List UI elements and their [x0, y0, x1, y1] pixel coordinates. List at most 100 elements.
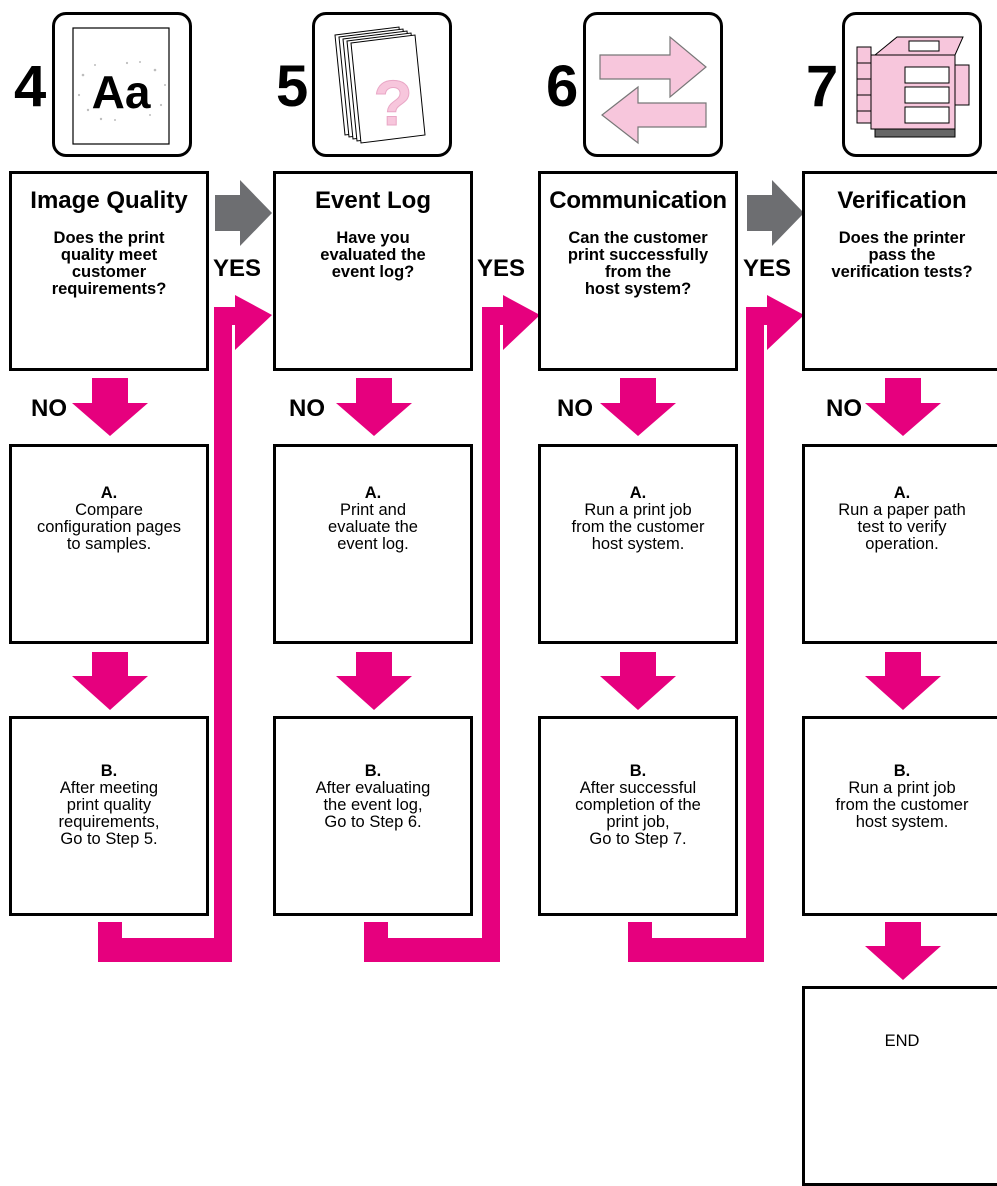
step-4-question-box: Image Quality Does the print quality mee… — [9, 171, 209, 371]
question-line: event log? — [331, 263, 415, 281]
step-6-question-box: Communication Can the customer print suc… — [538, 171, 738, 371]
question-line: pass the — [868, 246, 936, 264]
letter-a: A. — [100, 484, 118, 502]
step-5-b-text: B. After evaluating the event log, Go to… — [276, 763, 470, 831]
end-label: END — [884, 1032, 920, 1050]
step-number-4: 4 — [14, 54, 47, 119]
no-label-2: NO — [289, 395, 325, 422]
body-line: completion of the — [575, 796, 701, 814]
printer-icon — [842, 12, 982, 157]
body-line: After evaluating — [315, 779, 431, 797]
step-7-question: Does the printer pass the verification t… — [805, 230, 997, 281]
yes-label-1: YES — [213, 255, 262, 282]
body-line: evaluate the — [328, 518, 418, 536]
yes-label-2: YES — [477, 255, 526, 282]
yes-path-2 — [364, 295, 540, 962]
body-line: from the customer — [571, 518, 705, 536]
step-7-b-text: B. Run a print job from the customer hos… — [805, 763, 997, 831]
no-label-4: NO — [826, 395, 862, 422]
body-line: test to verify — [857, 518, 947, 536]
step-6-title: Communication — [549, 187, 727, 214]
a-to-b-arrow-1 — [72, 652, 148, 710]
no-arrow-4 — [865, 378, 941, 436]
body-line: Print and — [339, 501, 407, 519]
step-number-7: 7 — [806, 54, 839, 119]
question-line: customer — [71, 263, 147, 281]
event-log-icon: ? — [312, 12, 452, 157]
question-line: Does the print — [53, 229, 165, 247]
body-line: from the customer — [835, 796, 969, 814]
step-7-a-box: A. Run a paper path test to verify opera… — [802, 444, 997, 644]
letter-a: A. — [364, 484, 382, 502]
body-line: Run a print job — [848, 779, 956, 797]
step-4-a-text: A. Compare configuration pages to sample… — [12, 485, 206, 553]
question-line: evaluated the — [320, 246, 426, 264]
body-line: to samples. — [66, 535, 152, 553]
question-line: requirements? — [51, 280, 167, 298]
question-line: verification tests? — [831, 263, 973, 281]
gray-arrow-3 — [747, 180, 804, 246]
body-line: print job, — [606, 813, 670, 831]
body-line: operation. — [865, 535, 939, 553]
step-4-b-box: B. After meeting print quality requireme… — [9, 716, 209, 916]
yes-label-3: YES — [743, 255, 792, 282]
step-6-b-text: B. After successful completion of the pr… — [541, 763, 735, 848]
question-line: Can the customer — [568, 229, 708, 247]
body-line: configuration pages — [36, 518, 182, 536]
yes-path-3 — [628, 295, 804, 962]
svg-text:Aa: Aa — [92, 66, 151, 118]
a-to-b-arrow-4 — [865, 652, 941, 710]
a-to-b-arrow-2 — [336, 652, 412, 710]
gray-arrow-1 — [215, 180, 272, 246]
body-line: After meeting — [59, 779, 159, 797]
step-6-a-text: A. Run a print job from the customer hos… — [541, 485, 735, 553]
body-line: Run a paper path — [838, 501, 966, 519]
letter-a: A. — [629, 484, 647, 502]
yes-path-1 — [98, 295, 272, 962]
body-line: requirements, — [58, 813, 160, 831]
step-number-5: 5 — [276, 54, 309, 119]
step-4-question: Does the print quality meet customer req… — [12, 230, 206, 298]
step-5-a-text: A. Print and evaluate the event log. — [276, 485, 470, 553]
question-line: quality meet — [60, 246, 158, 264]
no-label-1: NO — [31, 395, 67, 422]
step-6-a-box: A. Run a print job from the customer hos… — [538, 444, 738, 644]
body-line: Compare — [75, 501, 143, 519]
step-5-a-box: A. Print and evaluate the event log. — [273, 444, 473, 644]
b-to-end-arrow — [865, 922, 941, 980]
letter-a: A. — [893, 484, 911, 502]
communication-arrows-icon — [583, 12, 723, 157]
step-5-question-box: Event Log Have you evaluated the event l… — [273, 171, 473, 371]
letter-b: B. — [100, 762, 118, 780]
no-arrow-3 — [600, 378, 676, 436]
no-arrow-2 — [336, 378, 412, 436]
no-label-3: NO — [557, 395, 593, 422]
step-7-a-text: A. Run a paper path test to verify opera… — [805, 485, 997, 553]
question-line: from the — [605, 263, 671, 281]
step-5-title: Event Log — [314, 187, 431, 214]
question-line: print successfully — [567, 246, 709, 264]
step-6-question: Can the customer print successfully from… — [541, 230, 735, 298]
step-7-title: Verification — [837, 187, 967, 214]
question-line: Have you — [336, 229, 410, 247]
step-4-a-box: A. Compare configuration pages to sample… — [9, 444, 209, 644]
step-4-title: Image Quality — [30, 187, 188, 214]
step-6-b-box: B. After successful completion of the pr… — [538, 716, 738, 916]
letter-b: B. — [364, 762, 382, 780]
body-line: host system. — [591, 535, 685, 553]
step-5-question: Have you evaluated the event log? — [276, 230, 470, 281]
step-7-question-box: Verification Does the printer pass the v… — [802, 171, 997, 371]
body-line: Go to Step 5. — [60, 830, 158, 848]
step-number-6: 6 — [546, 54, 579, 119]
letter-b: B. — [893, 762, 911, 780]
svg-text:?: ? — [373, 67, 412, 139]
body-line: Go to Step 6. — [324, 813, 422, 831]
no-arrow-1 — [72, 378, 148, 436]
question-line: host system? — [584, 280, 692, 298]
body-line: Go to Step 7. — [589, 830, 687, 848]
step-4-b-text: B. After meeting print quality requireme… — [12, 763, 206, 848]
question-line: Does the printer — [838, 229, 966, 247]
a-to-b-arrow-3 — [600, 652, 676, 710]
